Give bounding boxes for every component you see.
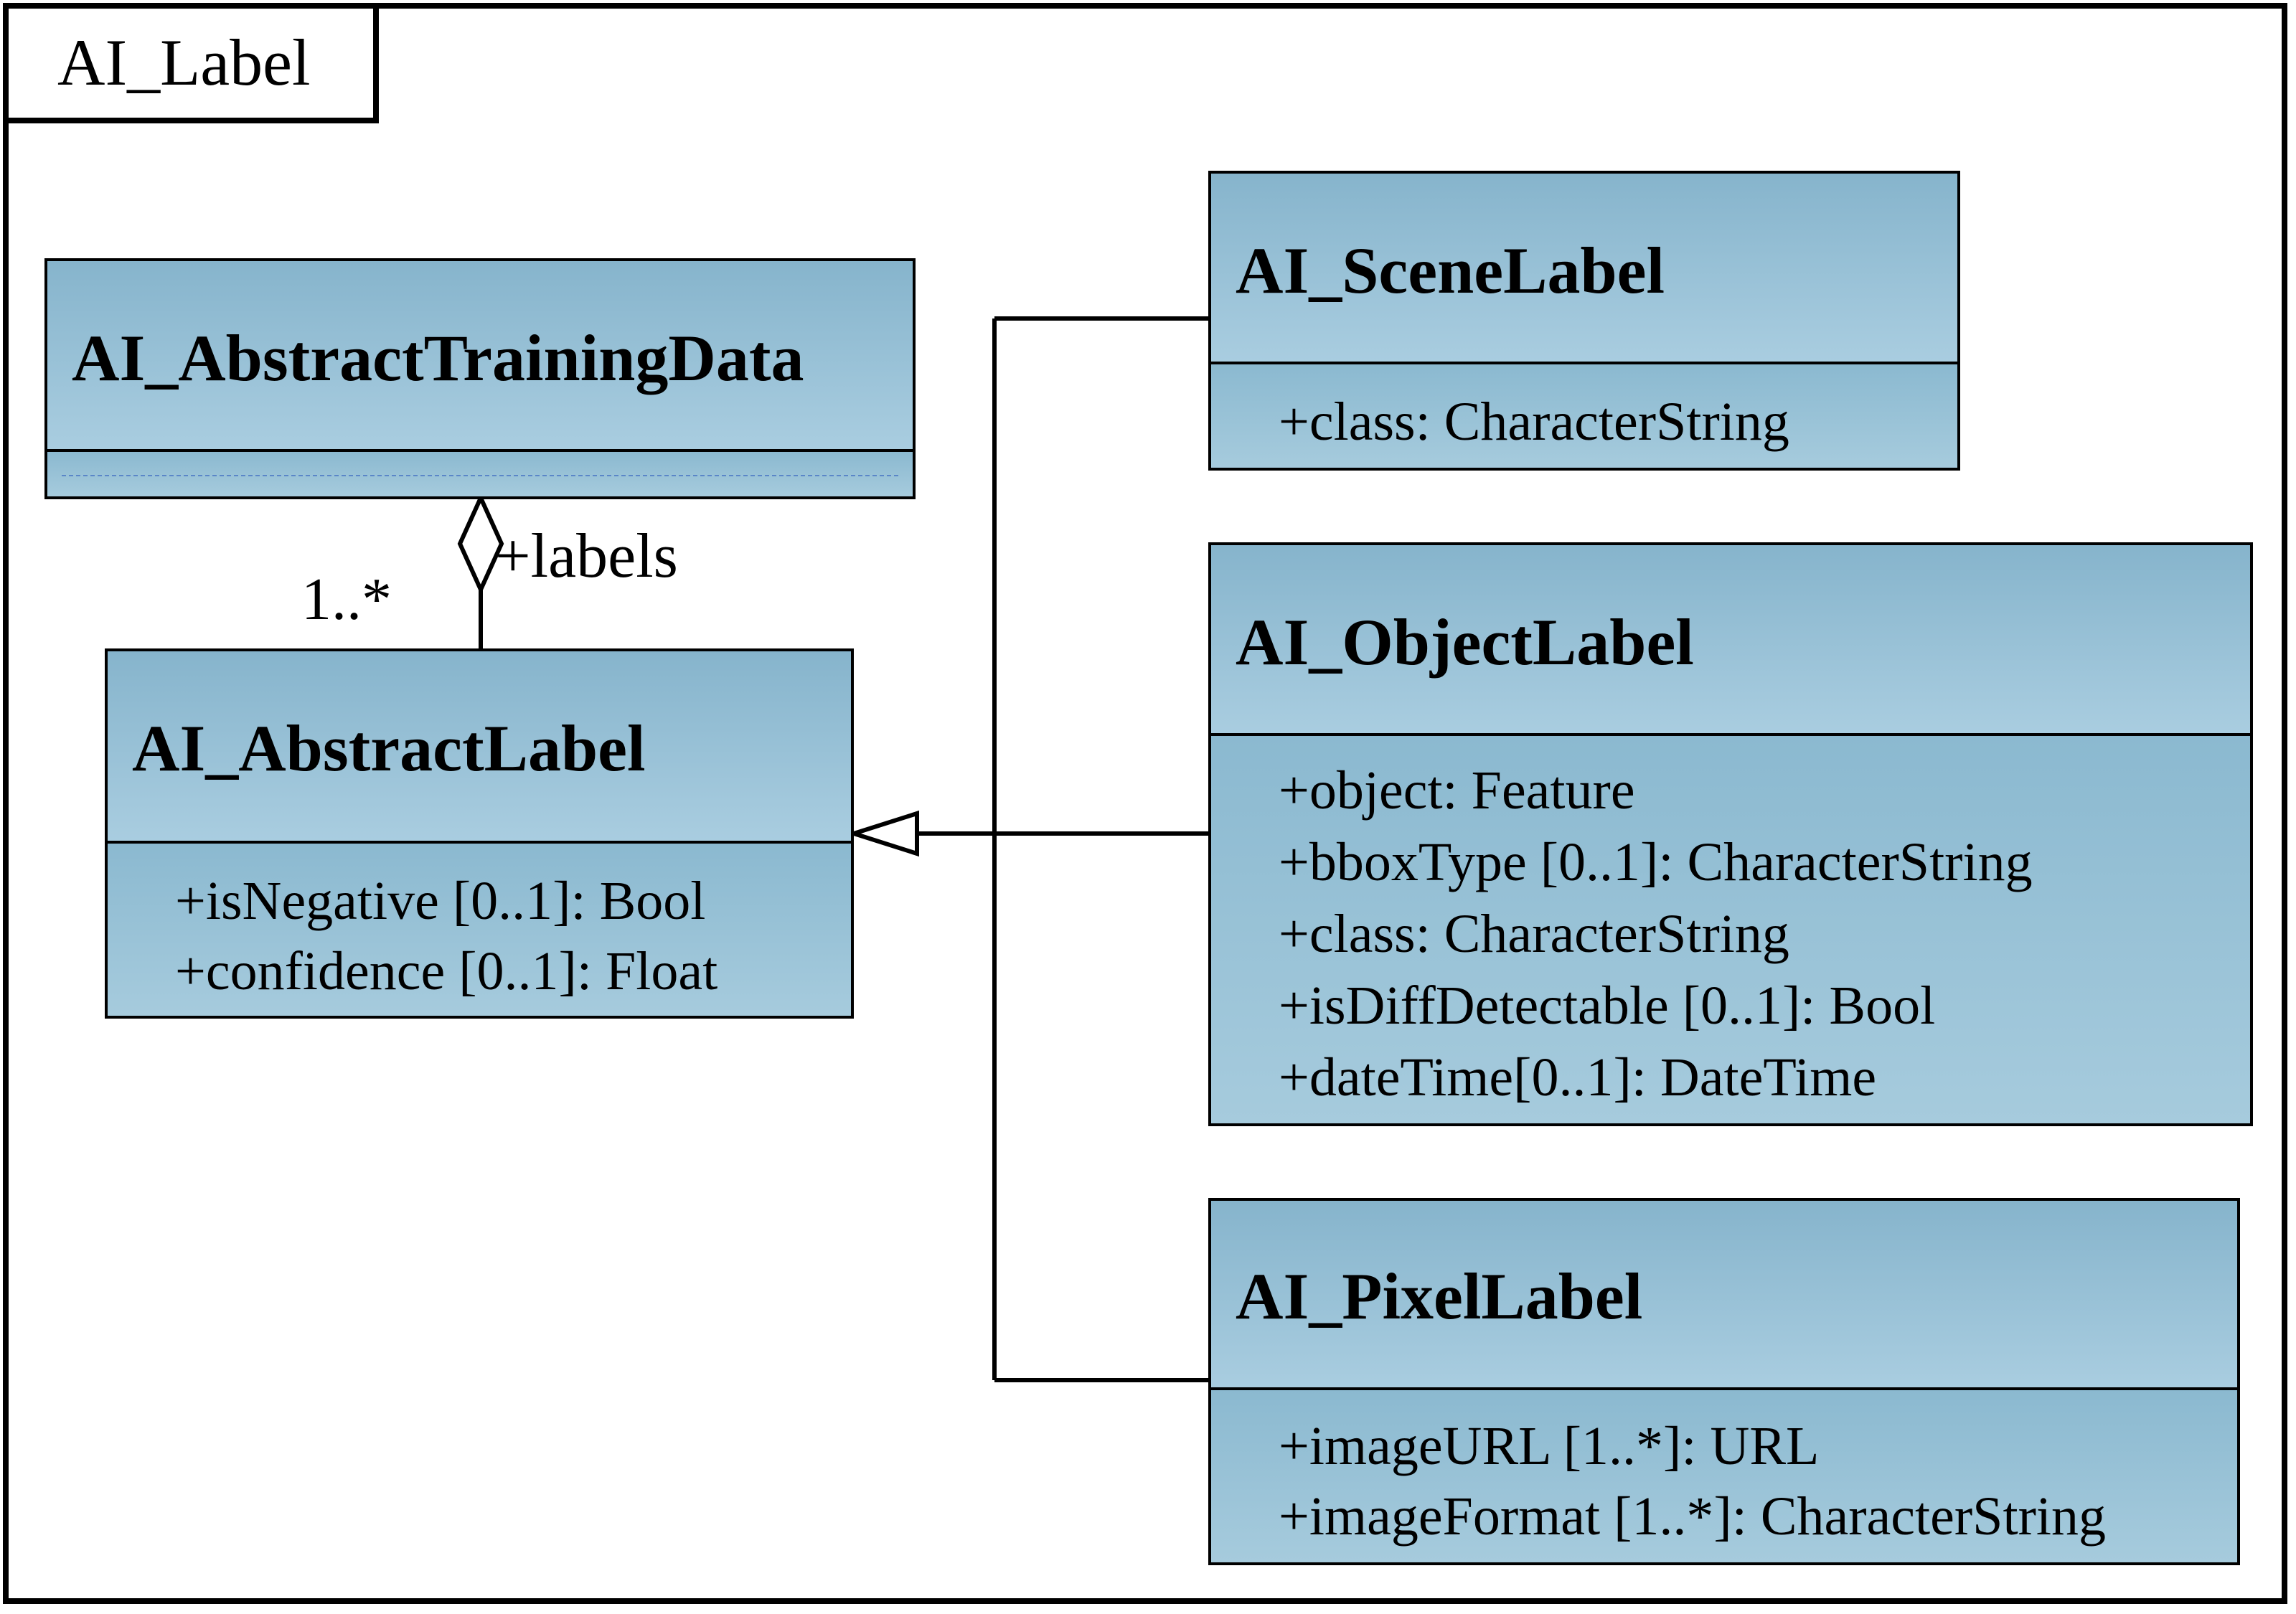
attribute: +isDiffDetectable [0..1]: Bool: [1279, 976, 1936, 1036]
class-name-compartment: AI_AbstractTrainingData: [47, 261, 913, 452]
package-name-tab: AI_Label: [3, 3, 379, 123]
class-name-compartment: AI_PixelLabel: [1211, 1201, 2237, 1390]
attribute: +isNegative [0..1]: Bool: [175, 871, 706, 931]
empty-compartment-divider: [62, 475, 898, 476]
class-ai-object-label[interactable]: AI_ObjectLabel +object: Feature +bboxTyp…: [1208, 542, 2253, 1126]
package-name: AI_Label: [57, 26, 311, 99]
class-ai-abstract-training-data[interactable]: AI_AbstractTrainingData: [44, 258, 916, 499]
attribute: +object: Feature: [1279, 760, 1635, 821]
attribute-compartment: +imageURL [1..*]: URL +imageFormat [1..*…: [1211, 1390, 2237, 1562]
attribute: +class: CharacterString: [1279, 392, 1789, 452]
aggregation-multiplicity: 1..*: [301, 566, 392, 633]
class-name: AI_AbstractLabel: [132, 712, 646, 785]
aggregation-diamond: [457, 492, 504, 595]
class-ai-pixel-label[interactable]: AI_PixelLabel +imageURL [1..*]: URL +ima…: [1208, 1198, 2240, 1565]
generalization-arrowhead: [847, 810, 919, 857]
class-name-compartment: AI_AbstractLabel: [108, 651, 851, 844]
class-ai-scene-label[interactable]: AI_SceneLabel +class: CharacterString: [1208, 171, 1960, 471]
class-name-compartment: AI_SceneLabel: [1211, 174, 1957, 364]
attribute-compartment: +isNegative [0..1]: Bool +confidence [0.…: [108, 844, 851, 1016]
class-name: AI_SceneLabel: [1236, 234, 1665, 307]
attribute: +dateTime[0..1]: DateTime: [1279, 1047, 1877, 1108]
attribute: +confidence [0..1]: Float: [175, 941, 718, 1001]
attribute: +imageFormat [1..*]: CharacterString: [1279, 1486, 2106, 1547]
class-name: AI_ObjectLabel: [1236, 605, 1694, 679]
attribute-compartment: +class: CharacterString: [1211, 364, 1957, 468]
package-frame: [3, 3, 2287, 1604]
class-name: AI_PixelLabel: [1236, 1260, 1643, 1333]
attribute-compartment: [47, 452, 913, 496]
attribute: +class: CharacterString: [1279, 904, 1789, 964]
class-name-compartment: AI_ObjectLabel: [1211, 545, 2250, 736]
attribute: +imageURL [1..*]: URL: [1279, 1416, 1820, 1476]
class-ai-abstract-label[interactable]: AI_AbstractLabel +isNegative [0..1]: Boo…: [105, 648, 854, 1019]
attribute: +bboxType [0..1]: CharacterString: [1279, 832, 2033, 892]
attribute-compartment: +object: Feature +bboxType [0..1]: Chara…: [1211, 736, 2250, 1123]
class-name: AI_AbstractTrainingData: [72, 321, 804, 395]
aggregation-role-label: +labels: [495, 522, 678, 591]
